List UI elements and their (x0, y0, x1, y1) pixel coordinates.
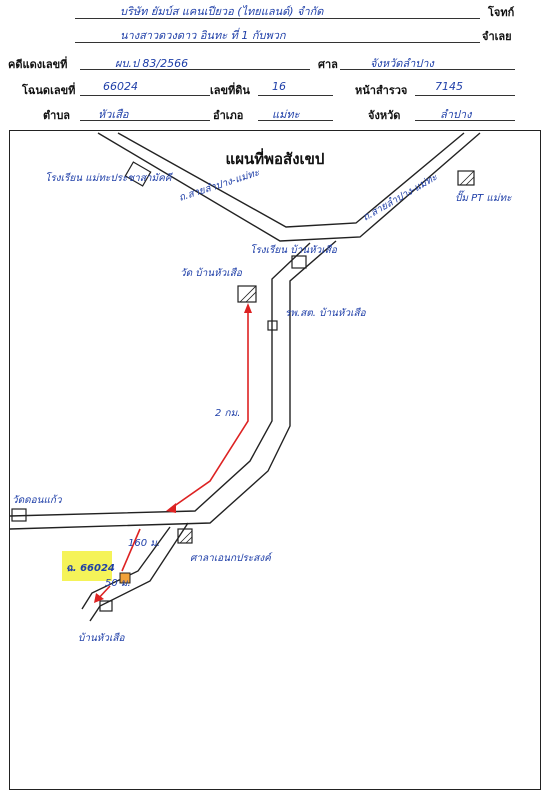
deed-highlight (62, 551, 112, 581)
label-distance-160: 160 ม. (128, 538, 160, 549)
label-hall: ศาลาเอนกประสงค์ (190, 552, 273, 564)
label-road-right: ถ.สายลำปาง-แม่ทะ (361, 171, 440, 224)
province-label: จังหวัด (368, 109, 401, 122)
plaintiff-value: บริษัท ยัมบ์ส แคนเปียวอ (ไทยแลนด์) จำกัด (120, 5, 324, 18)
survey-label: หน้าสำรวจ (355, 84, 408, 97)
defendant-value: นางสาวดวงดาว อินทะ ที่ 1 กับพวก (120, 29, 286, 42)
hall-icon (177, 528, 193, 544)
label-bottom-village: บ้านหัวเสือ (78, 632, 126, 644)
map-title: แผนที่พอสังเขป (225, 150, 325, 168)
bottom-village-icon (99, 600, 113, 612)
survey-value: 7145 (435, 80, 463, 93)
plaintiff-label: โจทก์ (488, 6, 515, 19)
court-underline (340, 69, 515, 70)
case-value: ผบ.ป 83/2566 (115, 57, 189, 70)
sketch-map: โรงเรียน แม่ทะประชาสามัคคี ถ.สายลำปาง-แม… (10, 132, 512, 644)
defendant-underline (75, 42, 480, 43)
province-value: ลำปาง (440, 108, 472, 121)
case-label: คดีแดงเลขที่ (8, 58, 68, 71)
district-value: แม่ทะ (272, 108, 300, 121)
label-distance-2km: 2 กม. (215, 408, 240, 419)
temple-icon (237, 285, 257, 303)
temple-left-icon (11, 508, 27, 522)
court-value: จังหวัดลำปาง (370, 57, 434, 70)
land-parcel (119, 572, 131, 584)
deed-label: โฉนดเลขที่ (22, 84, 76, 97)
deed-value: 66024 (103, 80, 138, 93)
survey-underline (415, 95, 515, 96)
district-label: อำเภอ (213, 109, 244, 122)
label-deed-tag: ฉ. 66024 (66, 563, 115, 574)
subdistrict-value: หัวเสือ (98, 108, 129, 121)
label-health-center: รพ.สต. บ้านหัวเสือ (285, 307, 367, 319)
province-underline (415, 120, 515, 121)
subdistrict-underline (80, 120, 210, 121)
defendant-label: จำเลย (482, 30, 512, 43)
land-no-value: 16 (272, 80, 286, 93)
subdistrict-label: ตำบล (43, 109, 71, 122)
health-center-icon (267, 320, 278, 331)
school-building-icon (124, 161, 152, 187)
map-frame: แผนที่พอสังเขป (9, 130, 541, 790)
label-temple-left: วัดดอนแก้ว (12, 494, 63, 506)
land-no-label: เลขที่ดิน (210, 84, 250, 97)
deed-underline (80, 95, 210, 96)
label-school-mid: โรงเรียน บ้านหัวเสือ (250, 244, 338, 256)
label-pt-station: ปั๊ม PT แม่ทะ (455, 190, 512, 204)
school-mid-icon (291, 255, 307, 269)
label-school-top-left: โรงเรียน แม่ทะประชาสามัคคี (45, 172, 173, 184)
label-distance-50: 50 ม. (105, 578, 131, 589)
court-label: ศาล (318, 58, 338, 71)
label-road-left: ถ.สายลำปาง-แม่ทะ (177, 166, 261, 204)
plaintiff-underline (75, 18, 480, 19)
label-temple: วัด บ้านหัวเสือ (180, 267, 243, 279)
case-underline (80, 69, 310, 70)
district-underline (258, 120, 333, 121)
land-no-underline (258, 95, 333, 96)
